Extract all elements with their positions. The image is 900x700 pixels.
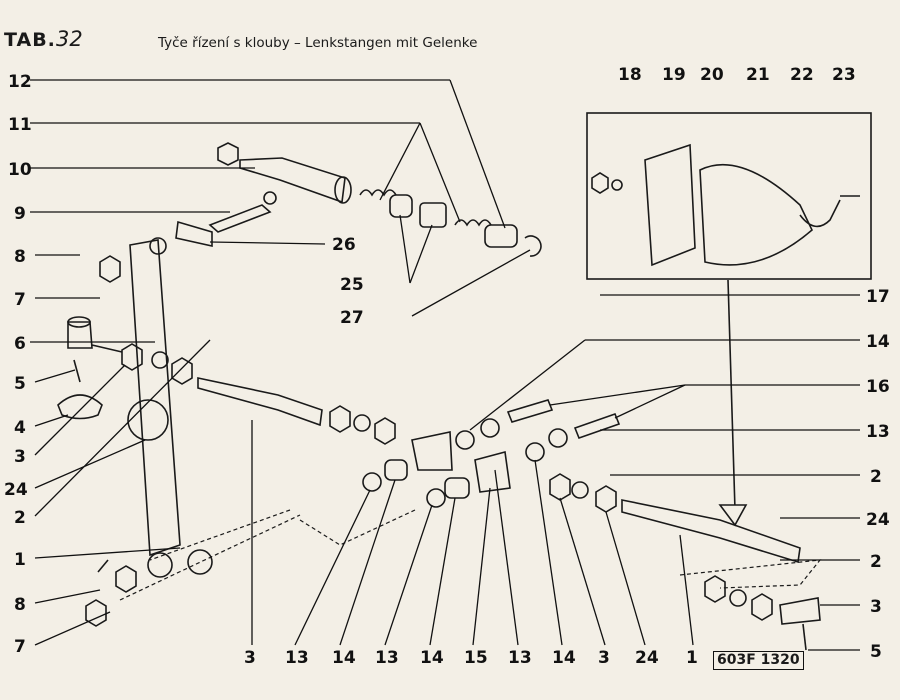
bottom-callout-15: 15: [464, 648, 488, 668]
dust-cover-4: [57, 394, 103, 420]
diagram-caption: Tyče řízení s klouby – Lenkstangen mit G…: [158, 35, 478, 51]
callout-9: 9: [14, 204, 26, 224]
bottom-callout-14c: 14: [552, 648, 576, 668]
callout-4: 4: [14, 418, 26, 438]
inset-frame: [586, 112, 872, 280]
callout-26: 26: [332, 235, 356, 255]
callout-7-top: 7: [14, 290, 26, 310]
bolt-16b: [573, 412, 621, 440]
bottom-callout-14b: 14: [420, 648, 444, 668]
callout-23: 23: [832, 65, 856, 85]
castle-nut-7a: [99, 255, 121, 283]
bottom-callout-24: 24: [635, 648, 659, 668]
callout-10: 10: [8, 160, 32, 180]
callout-3-left: 3: [14, 447, 26, 467]
callout-19: 19: [662, 65, 686, 85]
callout-7-bottom: 7: [14, 637, 26, 657]
callout-12: 12: [8, 72, 32, 92]
spring-11b: [454, 219, 492, 227]
seal-plate-19: [644, 143, 696, 267]
sleeve-10: [239, 157, 346, 204]
callout-5-left: 5: [14, 374, 26, 394]
callout-17: 17: [866, 287, 890, 307]
nut-10: [217, 142, 239, 166]
callout-8-bottom: 8: [14, 595, 26, 615]
bottom-callout-14a: 14: [332, 648, 356, 668]
end-cup-12: [484, 224, 518, 248]
spring-clip-21: [799, 199, 841, 228]
cup-25b: [419, 202, 447, 228]
bottom-callout-13c: 13: [508, 648, 532, 668]
callout-8-top: 8: [14, 247, 26, 267]
callout-24-right: 24: [866, 510, 890, 530]
callout-22: 22: [790, 65, 814, 85]
callout-2-left: 2: [14, 508, 26, 528]
bottom-callout-3a: 3: [244, 648, 256, 668]
socket-15b: [474, 450, 511, 493]
callout-13-right: 13: [866, 422, 890, 442]
callout-14-right: 14: [866, 332, 890, 352]
rubber-boot-20: [699, 163, 813, 266]
callout-5-right: 5: [870, 642, 882, 662]
tie-rod-right: [621, 499, 801, 564]
callout-2-right-lower: 2: [870, 552, 882, 572]
tie-rod-left: [197, 377, 323, 427]
callout-27: 27: [340, 308, 364, 328]
callout-11: 11: [8, 115, 32, 135]
callout-2-right: 2: [870, 467, 882, 487]
bottom-callout-1: 1: [686, 648, 698, 668]
ball-joint-6: [67, 321, 93, 349]
lock-plate-26: [175, 220, 213, 247]
ball-joint-right: [779, 597, 821, 625]
snap-ring-27: [524, 235, 542, 257]
callout-25: 25: [340, 275, 364, 295]
callout-24-left: 24: [4, 480, 28, 500]
bottom-callout-3b: 3: [598, 648, 610, 668]
bolt-16a: [506, 399, 554, 423]
callout-1-left: 1: [14, 550, 26, 570]
pitman-arm: [129, 239, 181, 557]
socket-15a: [411, 431, 453, 471]
bottom-callout-13a: 13: [285, 648, 309, 668]
drawing-number-stamp: 603F 1320: [713, 651, 804, 670]
tab-number: 32: [56, 27, 83, 51]
callout-6: 6: [14, 334, 26, 354]
ball-pin-9: [208, 204, 272, 233]
cup-25a: [389, 194, 413, 218]
tab-label: TAB.: [4, 29, 56, 51]
callout-18: 18: [618, 65, 642, 85]
callout-21: 21: [746, 65, 770, 85]
callout-16: 16: [866, 377, 890, 397]
spring-11a: [359, 189, 397, 197]
washer-large: [127, 399, 169, 441]
bottom-callout-13b: 13: [375, 648, 399, 668]
callout-20: 20: [700, 65, 724, 85]
callout-3-right: 3: [870, 597, 882, 617]
